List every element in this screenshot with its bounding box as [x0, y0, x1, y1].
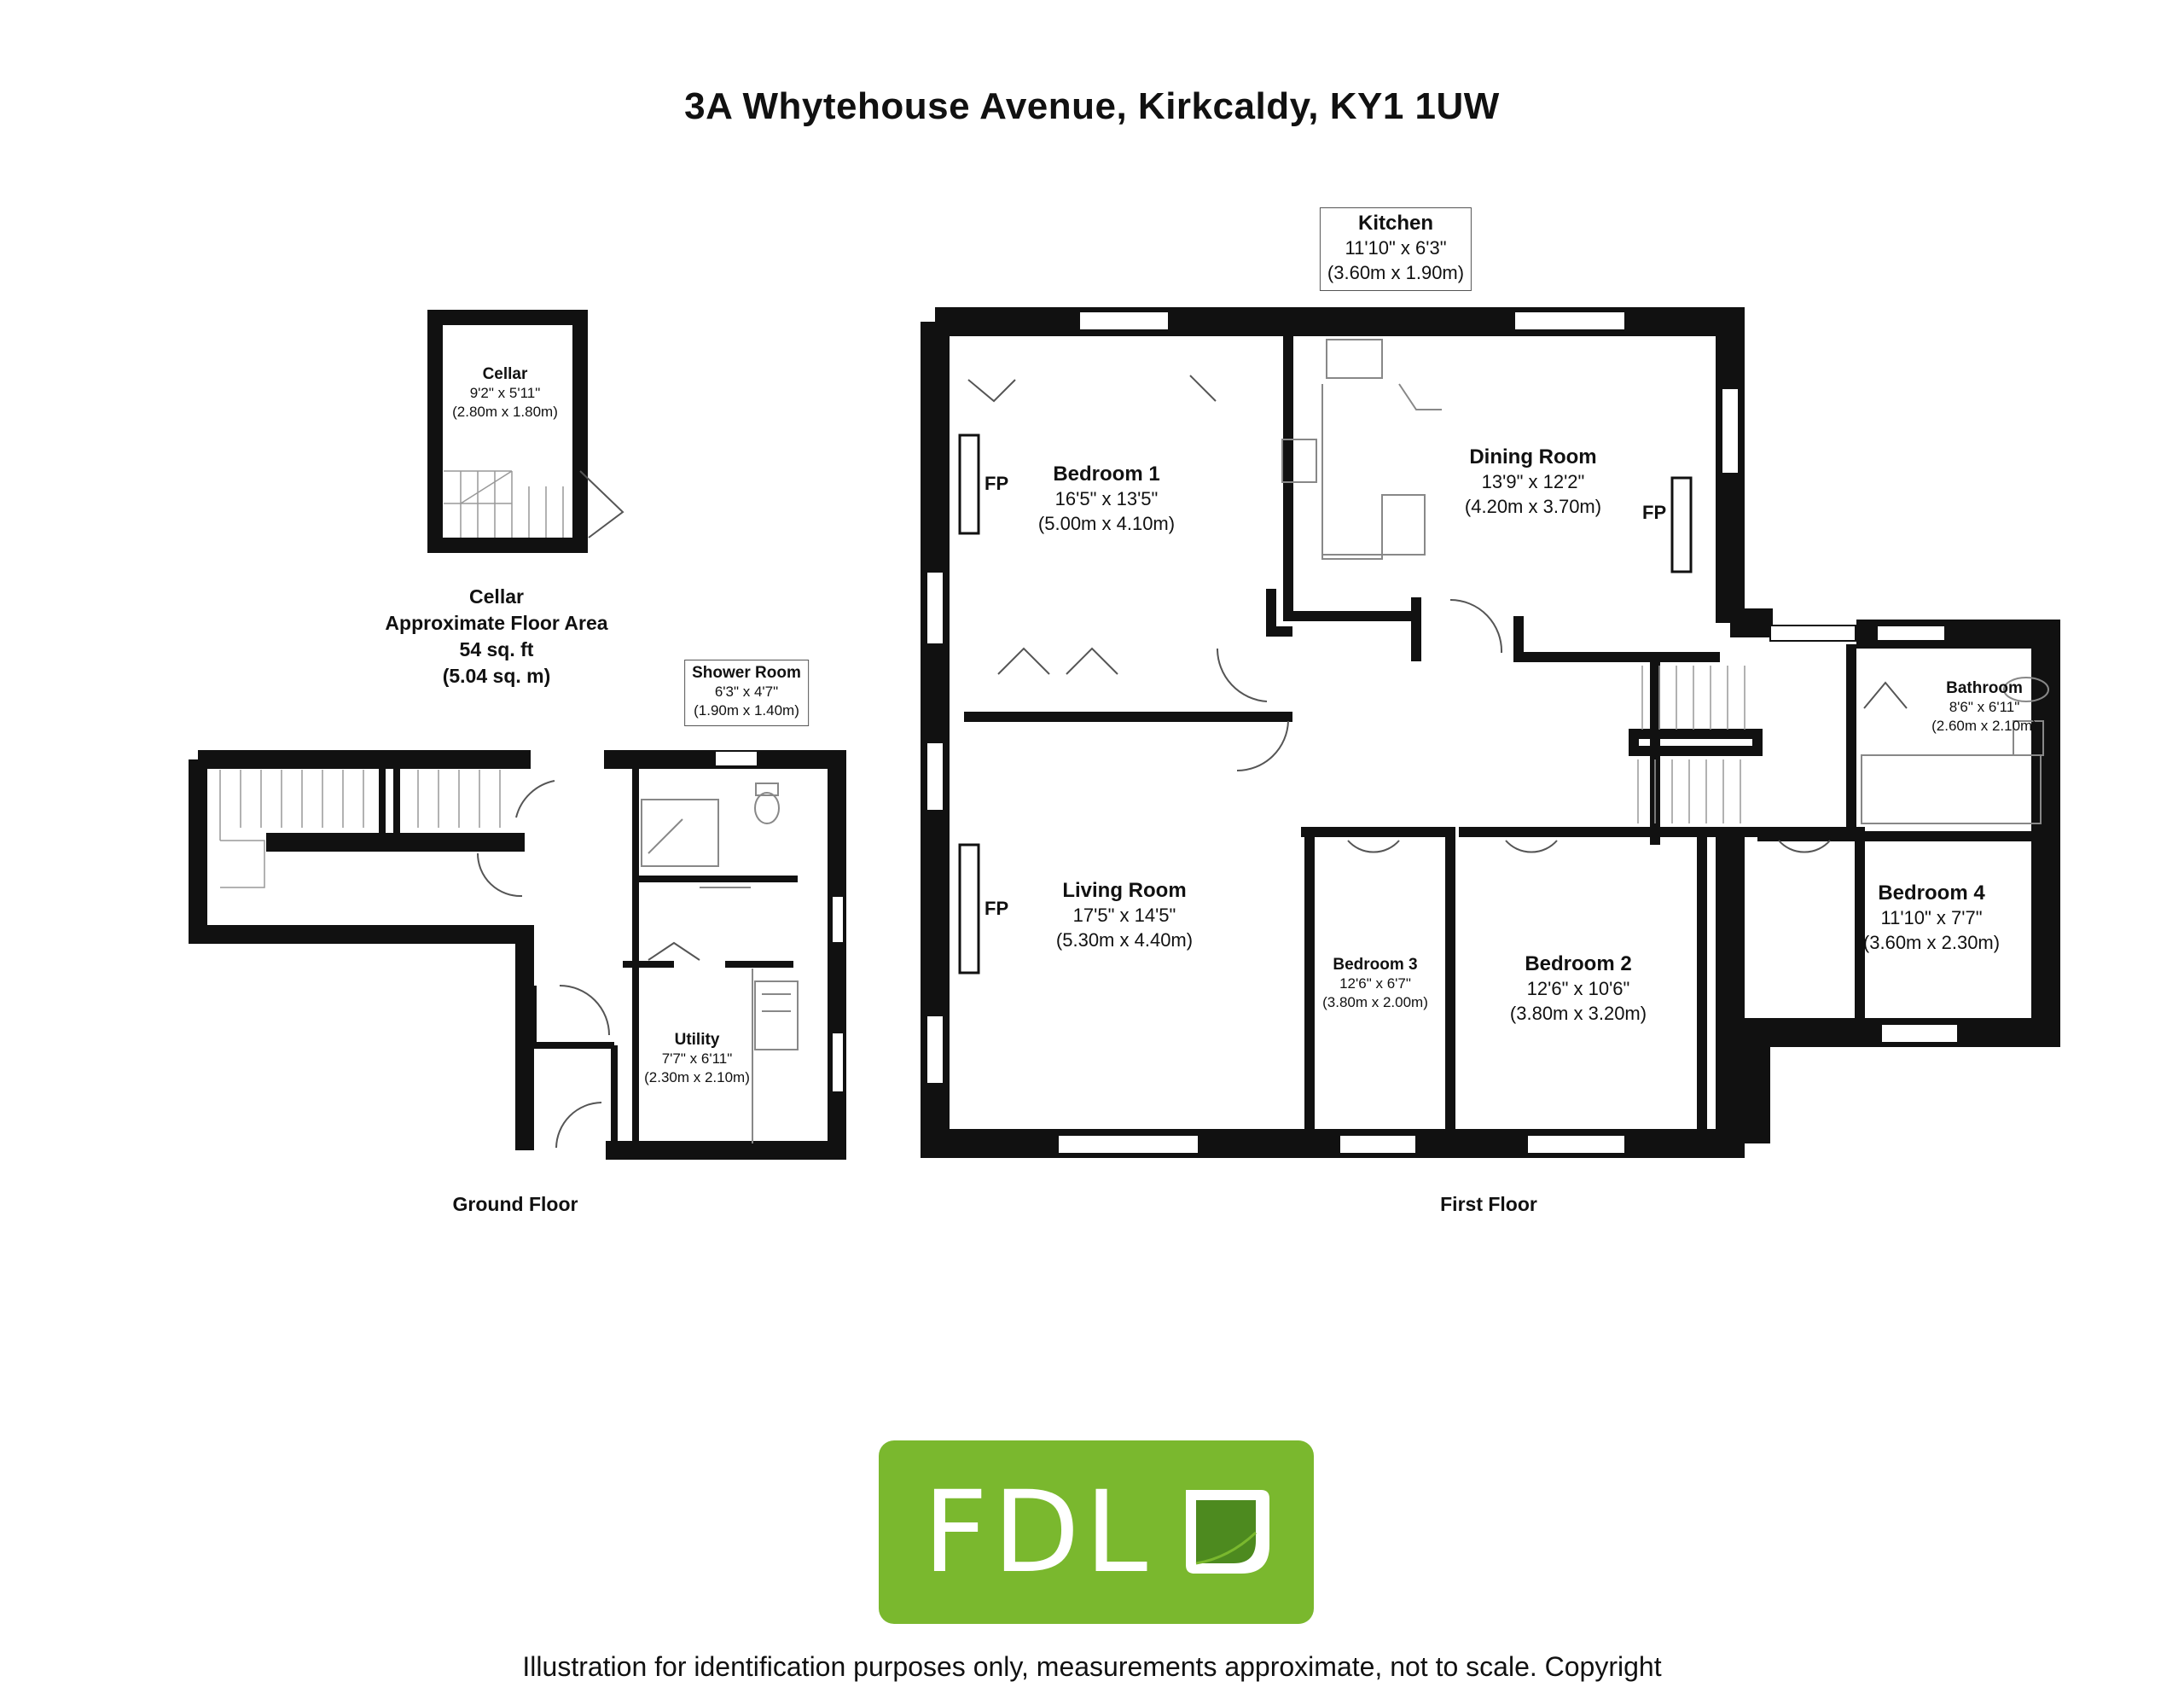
utility-fixtures	[752, 969, 799, 1143]
logo-wordmark: FDL	[923, 1467, 1153, 1598]
room-name: Bedroom 3	[1333, 956, 1418, 974]
room-dim-metric: (5.30m x 4.40m)	[1055, 929, 1194, 951]
room-dim-imperial: 9'2" x 5'11"	[469, 385, 541, 401]
room-label-utility: Utility 7'7" x 6'11" (2.30m x 2.10m)	[644, 1031, 750, 1087]
room-label-cellar: Cellar 9'2" x 5'11" (2.80m x 1.80m)	[452, 365, 558, 422]
room-dim-metric: (3.80m x 3.20m)	[1509, 1003, 1647, 1024]
room-name: Bedroom 2	[1525, 952, 1632, 975]
room-label-shower-room: Shower Room 6'3" x 4'7" (1.90m x 1.40m)	[684, 660, 809, 726]
cellar-floor-area: Cellar Approximate Floor Area 54 sq. ft …	[385, 584, 607, 689]
room-dim-metric: (3.60m x 2.30m)	[1862, 932, 2001, 953]
cellar-stairs	[444, 470, 564, 538]
room-label-bedroom-4: Bedroom 4 11'10" x 7'7" (3.60m x 2.30m)	[1863, 882, 2000, 955]
room-name: Kitchen	[1357, 212, 1434, 235]
room-name: Bedroom 1	[1053, 463, 1160, 486]
ground-floor-walls	[189, 750, 846, 1160]
cellar-area-sqft: 54 sq. ft	[459, 638, 534, 660]
property-address-title: 3A Whytehouse Avenue, Kirkcaldy, KY1 1UW	[684, 85, 1500, 127]
fireplace-label-dining-room: FP	[1642, 502, 1667, 523]
room-dim-metric: (4.20m x 3.70m)	[1464, 496, 1602, 517]
disclaimer-text: Illustration for identification purposes…	[522, 1651, 1662, 1682]
first-floor-windows	[926, 311, 1959, 1155]
room-dim-metric: (5.00m x 4.10m)	[1037, 513, 1176, 534]
room-label-bathroom: Bathroom 8'6" x 6'11" (2.60m x 2.10m)	[1931, 679, 2037, 736]
room-name: Dining Room	[1469, 445, 1597, 468]
room-dim-metric: (3.80m x 2.00m)	[1322, 994, 1428, 1010]
ground-floor-partitions	[379, 765, 798, 1145]
room-dim-metric: (1.90m x 1.40m)	[694, 702, 799, 719]
room-label-bedroom-3: Bedroom 3 12'6" x 6'7" (3.80m x 2.00m)	[1322, 956, 1428, 1012]
room-dim-metric: (3.60m x 1.90m)	[1327, 262, 1465, 283]
room-label-bedroom-2: Bedroom 2 12'6" x 10'6" (3.80m x 3.20m)	[1510, 952, 1647, 1026]
room-dim-metric: (2.30m x 2.10m)	[644, 1069, 750, 1085]
room-name: Cellar	[482, 365, 528, 383]
cellar-door-swing	[579, 470, 624, 538]
cellar-area-heading: Cellar	[469, 585, 524, 608]
room-label-living-room: Living Room 17'5" x 14'5" (5.30m x 4.40m…	[1056, 879, 1193, 952]
room-name: Utility	[674, 1031, 720, 1049]
room-dim-imperial: 7'7" x 6'11"	[661, 1050, 733, 1067]
first-floor-stairs	[1637, 666, 1745, 823]
first-floor-doors	[967, 375, 1908, 853]
fdl-logo: FDL	[879, 1440, 1314, 1624]
room-label-bedroom-1: Bedroom 1 16'5" x 13'5" (5.00m x 4.10m)	[1038, 463, 1175, 536]
kitchen-fixtures	[1281, 339, 1442, 560]
room-name: Shower Room	[692, 664, 801, 682]
cellar-area-caption: Approximate Floor Area	[385, 612, 608, 634]
room-dim-imperial: 11'10" x 7'7"	[1880, 907, 1983, 928]
room-name: Bedroom 4	[1878, 882, 1985, 905]
fireplace-label-bedroom-1: FP	[985, 473, 1009, 494]
room-dim-imperial: 12'6" x 6'7"	[1339, 975, 1411, 992]
room-dim-imperial: 17'5" x 14'5"	[1072, 905, 1176, 926]
first-floor-inner-walls	[964, 331, 2037, 1131]
room-dim-imperial: 16'5" x 13'5"	[1054, 488, 1159, 509]
fireplace-label-living-room: FP	[985, 898, 1009, 919]
ground-floor-windows	[714, 750, 845, 1093]
room-dim-metric: (2.80m x 1.80m)	[452, 404, 558, 420]
room-dim-imperial: 6'3" x 4'7"	[714, 684, 779, 700]
room-label-kitchen: Kitchen 11'10" x 6'3" (3.60m x 1.90m)	[1319, 207, 1472, 291]
bathroom-fixtures	[1861, 677, 2049, 824]
floor-label-ground: Ground Floor	[452, 1193, 578, 1215]
ground-floor-stairs	[219, 770, 501, 888]
cellar-area-sqm: (5.04 sq. m)	[442, 665, 551, 687]
floor-label-first: First Floor	[1440, 1193, 1537, 1215]
room-dim-imperial: 12'6" x 10'6"	[1526, 978, 1630, 999]
cellar-walls	[427, 310, 588, 553]
room-name: Living Room	[1062, 879, 1187, 902]
first-floor-outer-walls	[921, 307, 2060, 1158]
ground-floor-doors	[477, 780, 700, 1149]
shower-fixtures	[641, 783, 780, 888]
fireplaces	[958, 433, 1693, 975]
room-label-dining-room: Dining Room 13'9" x 12'2" (4.20m x 3.70m…	[1465, 445, 1601, 519]
room-dim-imperial: 11'10" x 6'3"	[1345, 237, 1447, 259]
room-name: Bathroom	[1946, 679, 2023, 697]
room-dim-imperial: 13'9" x 12'2"	[1481, 471, 1585, 492]
leaf-icon	[1186, 1490, 1269, 1574]
room-dim-imperial: 8'6" x 6'11"	[1949, 699, 2020, 715]
room-dim-metric: (2.60m x 2.10m)	[1931, 718, 2037, 734]
